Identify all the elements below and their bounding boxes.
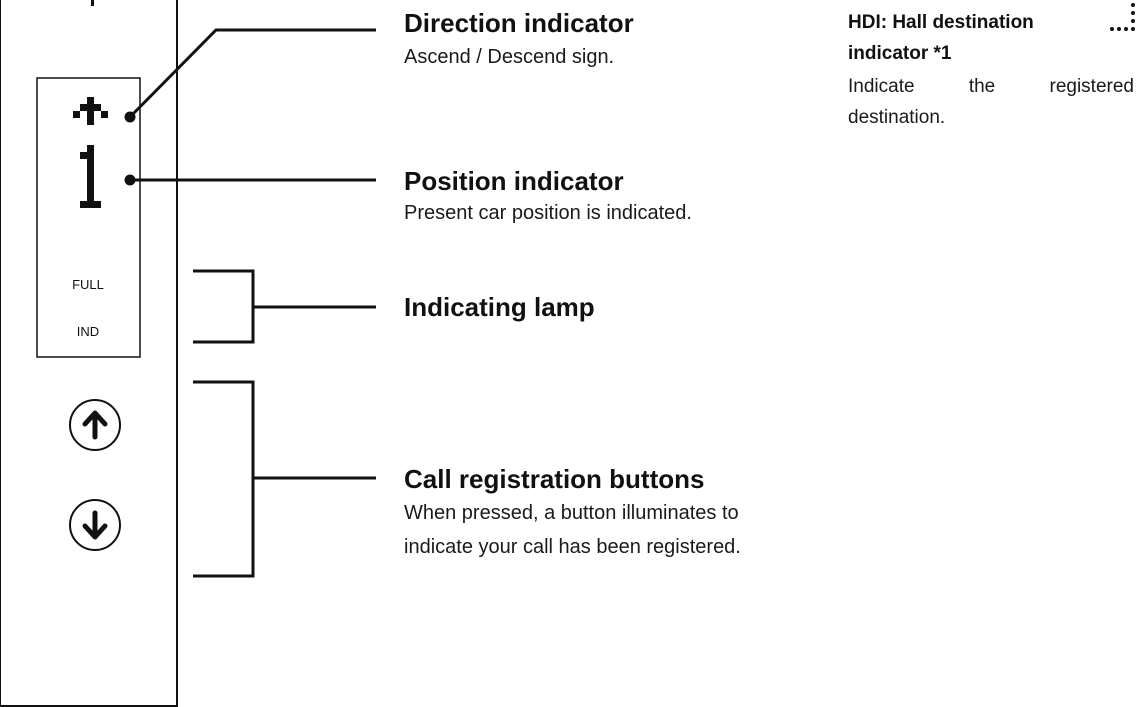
call-registration-desc-line2: indicate your call has been registered. — [404, 536, 741, 558]
position-digit-icon — [80, 145, 101, 208]
hdi-desc-line1: Indicate the registered — [848, 76, 1134, 97]
position-leader — [124, 174, 376, 186]
lamp-ind-label: IND — [77, 324, 99, 339]
up-arrow-icon — [82, 410, 108, 440]
lamp-bracket — [193, 269, 376, 344]
position-indicator-title: Position indicator — [404, 166, 624, 196]
direction-leader — [124, 28, 376, 123]
direction-indicator-title: Direction indicator — [404, 8, 634, 38]
direction-arrow-icon — [73, 97, 108, 125]
panel-top-mark — [91, 0, 94, 6]
hdi-dotted-marker — [1110, 3, 1135, 31]
call-registration-title: Call registration buttons — [404, 464, 705, 494]
down-call-button[interactable] — [69, 499, 121, 551]
call-registration-desc-line1: When pressed, a button illuminates to — [404, 502, 739, 524]
lamp-full-label: FULL — [72, 277, 104, 292]
hdi-desc-line2: destination. — [848, 107, 946, 128]
hdi-title-line1: HDI: Hall destination — [848, 12, 1034, 33]
indicating-lamp-title: Indicating lamp — [404, 292, 595, 322]
indicator-window — [36, 77, 141, 358]
hdi-title-line2: indicator *1 — [848, 43, 952, 64]
direction-indicator-desc: Ascend / Descend sign. — [404, 46, 615, 68]
down-arrow-icon — [82, 510, 108, 540]
call-bracket — [193, 380, 376, 578]
up-call-button[interactable] — [69, 399, 121, 451]
position-indicator-desc: Present car position is indicated. — [404, 202, 692, 224]
